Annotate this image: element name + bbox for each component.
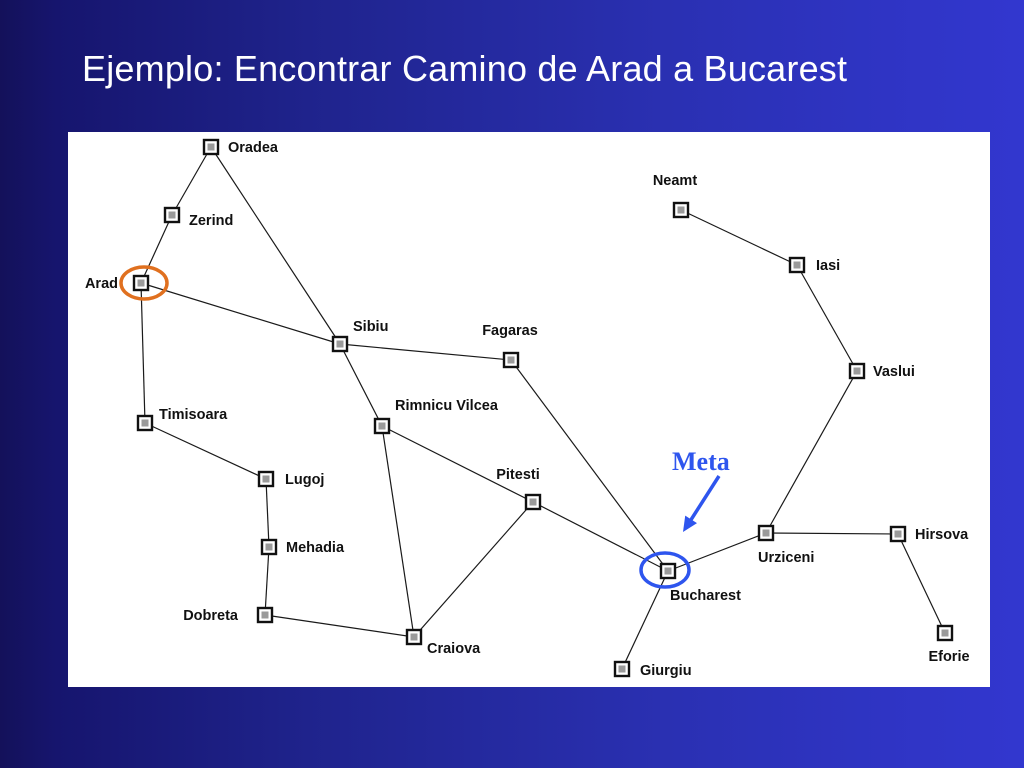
city-label-pitesti: Pitesti [496, 467, 540, 483]
city-node-pitesti [524, 493, 542, 511]
highlight-markers-layer: Meta [119, 265, 730, 589]
city-node-craiova [405, 628, 423, 646]
city-node-arad [132, 274, 150, 292]
city-node-bucharest [659, 562, 677, 580]
road-timisoara-lugoj [144, 422, 267, 480]
city-node-iasi [788, 256, 806, 274]
goal-label: Meta [672, 447, 730, 476]
city-label-giurgiu: Giurgiu [640, 663, 692, 679]
start-city-highlight-circle [119, 265, 169, 301]
city-node-mehadia [260, 538, 278, 556]
city-label-mehadia: Mehadia [286, 540, 345, 556]
city-nodes-layer [132, 138, 954, 678]
city-label-arad: Arad [85, 276, 118, 292]
city-label-iasi: Iasi [816, 258, 840, 274]
road-urziceni-vaslui [765, 370, 858, 534]
city-label-oradea: Oradea [228, 140, 279, 156]
goal-arrow [685, 475, 721, 527]
road-craiova-pitesti [413, 501, 534, 638]
goal-arrow-head [683, 515, 697, 532]
city-node-dobreta [256, 606, 274, 624]
city-label-eforie: Eforie [928, 649, 969, 665]
road-oradea-sibiu [210, 146, 341, 345]
goal-city-highlight-circle [639, 551, 691, 589]
road-iasi-neamt [680, 209, 798, 266]
city-label-hirsova: Hirsova [915, 527, 969, 543]
city-label-zerind: Zerind [189, 213, 233, 229]
roads-layer [140, 146, 946, 670]
city-node-vaslui [848, 362, 866, 380]
city-label-lugoj: Lugoj [285, 472, 324, 488]
city-node-zerind [163, 206, 181, 224]
road-zerind-arad [140, 214, 173, 284]
city-node-hirsova [889, 525, 907, 543]
road-sibiu-fagaras [339, 343, 512, 361]
city-label-urziceni: Urziceni [758, 550, 814, 566]
city-node-eforie [936, 624, 954, 642]
city-node-sibiu [331, 335, 349, 353]
city-node-lugoj [257, 470, 275, 488]
city-node-giurgiu [613, 660, 631, 678]
road-rimnicu-craiova [381, 425, 415, 638]
city-node-urziceni [757, 524, 775, 542]
road-pitesti-bucharest [532, 501, 669, 572]
city-node-oradea [202, 138, 220, 156]
road-vaslui-iasi [796, 264, 858, 372]
road-bucharest-urziceni [667, 532, 767, 572]
road-dobreta-craiova [264, 614, 415, 638]
city-node-timisoara [136, 414, 154, 432]
road-fagaras-bucharest [510, 359, 669, 572]
road-oradea-zerind [171, 146, 212, 216]
city-node-rimnicu [373, 417, 391, 435]
road-arad-timisoara [140, 282, 146, 424]
road-lugoj-mehadia [265, 478, 270, 548]
road-rimnicu-pitesti [381, 425, 534, 503]
city-label-timisoara: Timisoara [159, 407, 228, 423]
city-label-neamt: Neamt [653, 173, 697, 189]
city-label-vaslui: Vaslui [873, 364, 915, 380]
city-label-dobreta: Dobreta [183, 608, 239, 624]
road-hirsova-eforie [897, 533, 946, 634]
city-label-bucharest: Bucharest [670, 588, 741, 604]
city-node-neamt [672, 201, 690, 219]
slide-title: Ejemplo: Encontrar Camino de Arad a Buca… [82, 48, 848, 89]
city-node-fagaras [502, 351, 520, 369]
city-label-sibiu: Sibiu [353, 319, 388, 335]
road-sibiu-rimnicu [339, 343, 383, 427]
road-mehadia-dobreta [264, 546, 270, 616]
city-label-craiova: Craiova [427, 641, 481, 657]
city-label-fagaras: Fagaras [482, 323, 538, 339]
road-arad-sibiu [140, 282, 341, 345]
road-urziceni-hirsova [765, 532, 899, 535]
city-label-rimnicu: Rimnicu Vilcea [395, 398, 499, 414]
